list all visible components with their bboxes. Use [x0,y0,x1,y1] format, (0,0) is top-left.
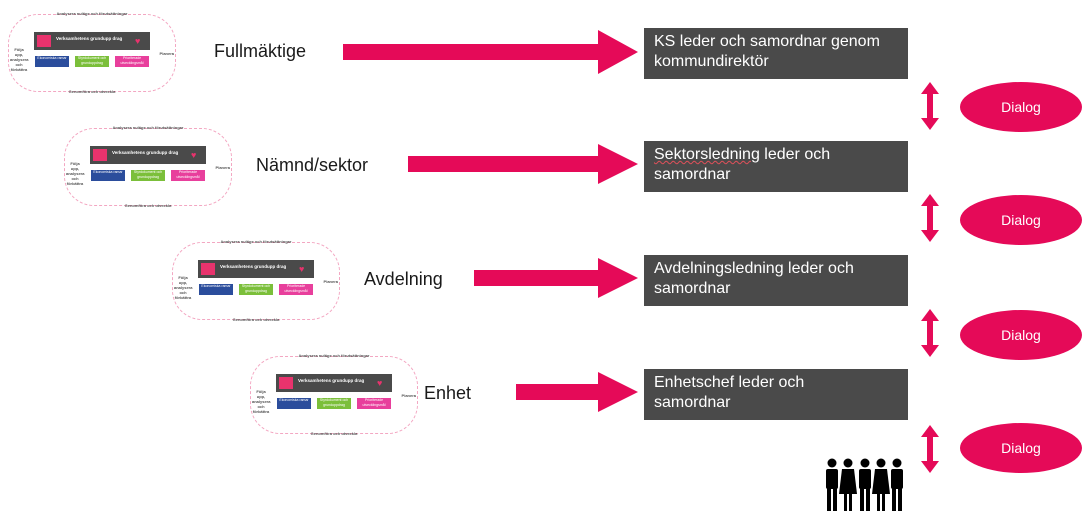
mini-bar: Verksamhetens grundupp drag ♥ [276,374,392,392]
mini-diagram-3: Analysera nuläge och förutsättningar Föl… [172,238,340,324]
level-label-namnd: Nämnd/sektor [256,155,369,175]
logo-icon [279,377,293,389]
arrow-right-4 [516,372,638,412]
mini-bottom-label: Genomföra och utveckla [232,317,280,322]
responsibility-box-1: KS leder och samordnar genom kommundirek… [644,28,908,79]
mini-left-label: Följa upp, analysera och förbättra [174,275,193,300]
dialog-ellipse-3: Dialog [960,310,1082,360]
responsibility-box-4: Enhetschef leder och samordnar [644,369,908,420]
mini-bottom-label: Genomföra och utveckla [310,431,358,436]
level-label-enhet: Enhet [424,383,472,403]
double-arrow-3 [921,309,939,357]
mini-box-1: Ekonomiska ramar [91,170,125,181]
mini-box-1: Ekonomiska ramar [277,398,311,409]
mini-bottom-label: Genomföra och utveckla [68,89,116,94]
responsibility-box-3: Avdelningsledning leder och samordnar [644,255,908,306]
mini-box-2: Styrdokument och grunduppdrag [239,284,273,295]
level-label-avdelning: Avdelning [364,269,443,289]
mini-box-3: Prioriterade utvecklingsmål [171,170,205,181]
mini-box-2: Styrdokument och grunduppdrag [75,56,109,67]
mini-bar-title: Verksamhetens grundupp drag [298,378,365,383]
dialog-ellipse-2: Dialog [960,195,1082,245]
arrow-right-2 [408,144,638,184]
mini-bar-title: Verksamhetens grundupp drag [112,150,179,155]
mini-box-1: Ekonomiska ramar [199,284,233,295]
box-line-1: Avdelningsledning leder och [654,260,854,277]
mini-bar-title: Verksamhetens grundupp drag [56,36,123,41]
double-arrow-2 [921,194,939,242]
arrow-right-1 [343,30,638,74]
mini-right-label: Planera [401,393,416,398]
arrow-right-3 [474,258,638,298]
box-line-1: Sektorsledning leder och [654,145,898,165]
heart-icon: ♥ [191,150,197,160]
level-label-fullmaktige: Fullmäktige [214,41,307,61]
responsibility-box-2: Sektorsledning leder och samordnar [644,141,908,192]
mini-top-label: Analysera nuläge och förutsättningar [298,353,370,358]
logo-icon [37,35,51,47]
dialog-ellipse-4: Dialog [960,423,1082,473]
mini-diagram-1: Analysera nuläge och förutsättningar Föl… [8,10,176,96]
mini-box-3: Prioriterade utvecklingsmål [115,56,149,67]
logo-icon [93,149,107,161]
mini-left-label: Följa upp, analysera och förbättra [10,47,29,72]
box-line-1: KS leder och samordnar genom [654,33,880,50]
mini-right-label: Planera [215,165,230,170]
mini-diagram-2: Analysera nuläge och förutsättningar Föl… [64,124,232,210]
mini-box-3: Prioriterade utvecklingsmål [357,398,391,409]
mini-box-3: Prioriterade utvecklingsmål [279,284,313,295]
mini-diagram-4: Analysera nuläge och förutsättningar Föl… [250,352,418,438]
heart-icon: ♥ [135,36,141,46]
mini-box-2: Styrdokument och grunduppdrag [317,398,351,409]
double-arrow-1 [921,82,939,130]
heart-icon: ♥ [377,378,383,388]
heart-icon: ♥ [299,264,305,274]
box-line-2: kommundirektör [654,53,769,70]
logo-icon [201,263,215,275]
mini-bottom-label: Genomföra och utveckla [124,203,172,208]
people-group-icon [826,458,903,511]
mini-right-label: Planera [159,51,174,56]
box-line-2: samordnar [654,166,731,183]
mini-right-label: Planera [323,279,338,284]
mini-left-label: Följa upp, analysera och förbättra [66,161,85,186]
mini-box-1: Ekonomiska ramar [35,56,69,67]
box-line-1-rest: leder och [759,146,831,163]
box-line-2: samordnar [654,280,731,297]
mini-bar: Verksamhetens grundupp drag ♥ [198,260,314,278]
mini-box-2: Styrdokument och grunduppdrag [131,170,165,181]
mini-bar-title: Verksamhetens grundupp drag [220,264,287,269]
mini-top-label: Analysera nuläge och förutsättningar [112,125,184,130]
mini-bar: Verksamhetens grundupp drag ♥ [90,146,206,164]
mini-top-label: Analysera nuläge och förutsättningar [56,11,128,16]
box-line-1: Enhetschef leder och [654,374,805,391]
mini-bar: Verksamhetens grundupp drag ♥ [34,32,150,50]
mini-left-label: Följa upp, analysera och förbättra [252,389,271,414]
box-line-2: samordnar [654,394,731,411]
mini-top-label: Analysera nuläge och förutsättningar [220,239,292,244]
double-arrow-4 [921,425,939,473]
dialog-ellipse-1: Dialog [960,82,1082,132]
spellcheck-word: Sektorsledning [654,146,760,163]
